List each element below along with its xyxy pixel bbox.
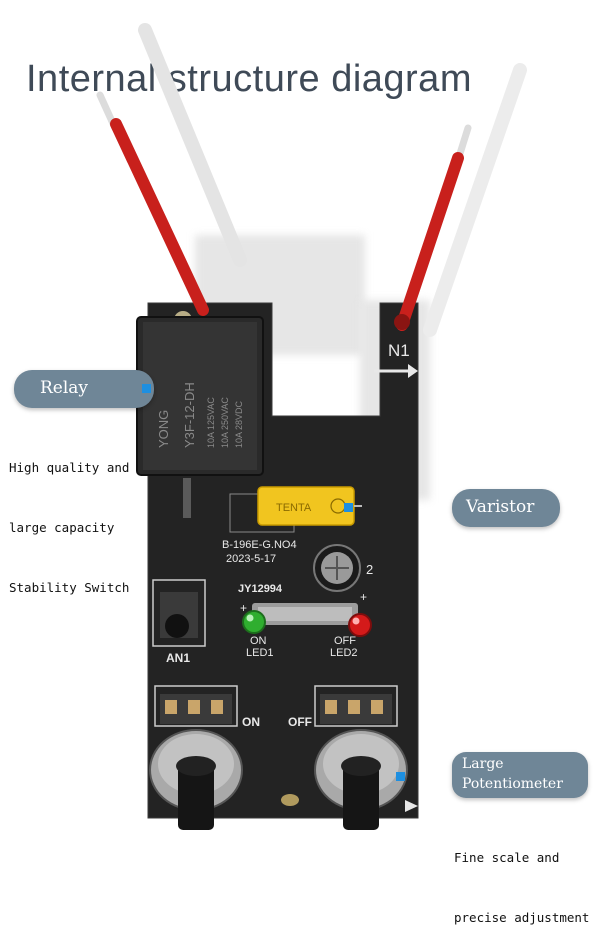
an1-outline — [152, 579, 206, 647]
pot-desc-line-1: Fine scale and — [454, 850, 560, 865]
led2-label: LED2 — [330, 647, 358, 659]
potentiometer-description: Fine scale and precise adjustment — [454, 808, 589, 948]
led-red — [348, 613, 372, 637]
svg-text:2: 2 — [366, 562, 373, 577]
varistor-label-pill: Varistor — [344, 489, 560, 527]
led1-label: LED1 — [246, 647, 274, 659]
board-date-text: 2023-5-17 — [226, 553, 276, 565]
wire-right — [396, 152, 464, 331]
potentiometer-label-pill: Large Potentiometer — [396, 752, 588, 798]
led2-off-label: OFF — [334, 635, 356, 647]
relay-desc-line-2: large capacity — [9, 520, 115, 535]
led-green — [242, 610, 266, 634]
potentiometer-marker-icon — [396, 772, 405, 781]
relay-marker-icon — [142, 384, 151, 393]
potentiometer-label-line-2: Potentiometer — [462, 776, 563, 792]
relay-description: High quality and large capacity Stabilit… — [9, 418, 129, 618]
n1-label: N1 — [388, 341, 410, 360]
pot-on-label: ON — [242, 715, 260, 729]
svg-text:+: + — [360, 590, 367, 604]
svg-text:+: + — [240, 601, 247, 615]
varistor-marker-icon — [344, 503, 353, 512]
push-button — [165, 614, 189, 638]
relay-spec-2: 10A 250VAC — [220, 397, 230, 448]
relay-spec-3: 10A 28VDC — [234, 400, 244, 448]
relay-label-pill: Relay — [14, 370, 154, 408]
varistor-component: TENTA — [257, 486, 355, 526]
relay-desc-line-3: Stability Switch — [9, 580, 130, 595]
relay-spec-1: 10A 125VAC — [206, 397, 216, 448]
an1-label: AN1 — [166, 651, 190, 665]
potentiometer-label-line-1: Large — [462, 756, 504, 772]
capacitor-component — [313, 544, 361, 592]
led1-on-label: ON — [250, 635, 267, 647]
board-model-text: B-196E-G.NO4 — [222, 539, 297, 551]
potentiometer-right — [314, 685, 408, 830]
relay-desc-line-1: High quality and — [9, 460, 130, 475]
wire-left — [110, 118, 209, 316]
relay-component: YONG Y3F-12-DH 10A 125VAC 10A 250VAC 10A… — [136, 316, 264, 476]
circuit-board-illustration: N1 YONG Y3F-12-DH 10A 125VAC 10A 250VAC … — [96, 23, 527, 830]
relay-model: Y3F-12-DH — [182, 382, 197, 448]
relay-label: Relay — [40, 378, 89, 398]
potentiometer-left — [149, 685, 243, 830]
relay-brand: YONG — [156, 410, 171, 448]
chip-label: JY12994 — [238, 583, 283, 595]
varistor-brand: TENTA — [276, 502, 312, 514]
varistor-label: Varistor — [466, 497, 535, 517]
pot-desc-line-2: precise adjustment — [454, 910, 590, 925]
pot-off-label: OFF — [288, 715, 312, 729]
